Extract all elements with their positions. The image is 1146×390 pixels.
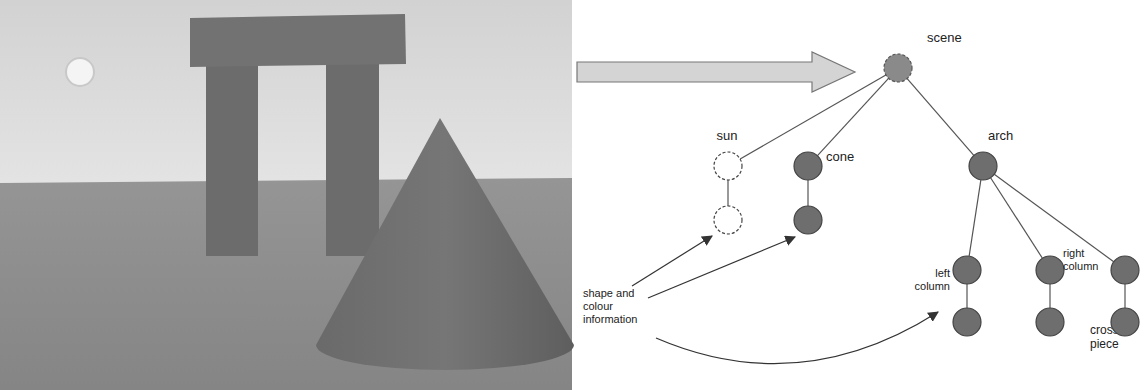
node-circle: [713, 205, 743, 235]
note-label: shape and colour information: [583, 287, 665, 326]
tree-edge: [907, 79, 974, 156]
tree-node: [793, 205, 823, 235]
cross-piece-picture: [190, 14, 406, 67]
node-circle: [1110, 307, 1140, 337]
node-label: right column: [1063, 247, 1105, 273]
cone-picture: [316, 118, 574, 370]
tree-edge: [969, 180, 981, 256]
node-label: left column: [908, 267, 950, 293]
tree-node: [713, 205, 743, 235]
big-arrow: [577, 52, 855, 92]
node-label: arch: [988, 129, 1038, 143]
node-circle-shape: [953, 256, 981, 284]
node-circle: [793, 151, 823, 181]
node-circle: [952, 307, 982, 337]
tree-edge: [807, 180, 808, 206]
node-label: cone: [826, 150, 876, 164]
sun-picture: [66, 58, 94, 86]
tree-node: cone: [793, 151, 823, 181]
tree-edge: [1049, 284, 1050, 308]
tree-edge: [994, 174, 1113, 261]
node-circle: [968, 151, 998, 181]
tree-edge: [966, 284, 967, 308]
leader-line: [632, 236, 712, 286]
tree-edge: [740, 75, 886, 159]
tree-node: scene: [883, 53, 913, 83]
left-column-picture: [206, 40, 258, 256]
tree-edge: [817, 78, 888, 155]
node-circle-shape: [1111, 308, 1139, 336]
tree-node: cross-piece: [1110, 255, 1140, 285]
node-circle-shape: [953, 308, 981, 336]
node-circle-shape: [1111, 256, 1139, 284]
tree-node: [1035, 307, 1065, 337]
right-column-picture: [326, 44, 379, 256]
node-circle: [713, 151, 743, 181]
tree-node: arch: [968, 151, 998, 181]
node-circle: [1035, 307, 1065, 337]
node-label: scene: [927, 31, 987, 45]
tree-node: left column: [952, 255, 982, 285]
tree-node: right column: [1035, 255, 1065, 285]
node-circle-shape: [794, 152, 822, 180]
node-circle-shape: [714, 206, 742, 234]
leader-line: [656, 312, 938, 364]
tree-edge: [1124, 284, 1125, 308]
node-circle-shape: [884, 54, 912, 82]
node-circle: [793, 205, 823, 235]
tree-edge: [727, 180, 728, 206]
node-circle: [1035, 255, 1065, 285]
tree-node: sun: [713, 151, 743, 181]
leader-line: [648, 237, 795, 298]
node-circle: [952, 255, 982, 285]
node-circle-shape: [969, 152, 997, 180]
node-circle-shape: [1036, 256, 1064, 284]
tree-node: [952, 307, 982, 337]
node-circle-shape: [714, 152, 742, 180]
tree-node: [1110, 307, 1140, 337]
node-circle: [1110, 255, 1140, 285]
node-circle-shape: [794, 206, 822, 234]
node-label: sun: [697, 129, 757, 143]
node-circle-shape: [1036, 308, 1064, 336]
node-circle: [883, 53, 913, 83]
